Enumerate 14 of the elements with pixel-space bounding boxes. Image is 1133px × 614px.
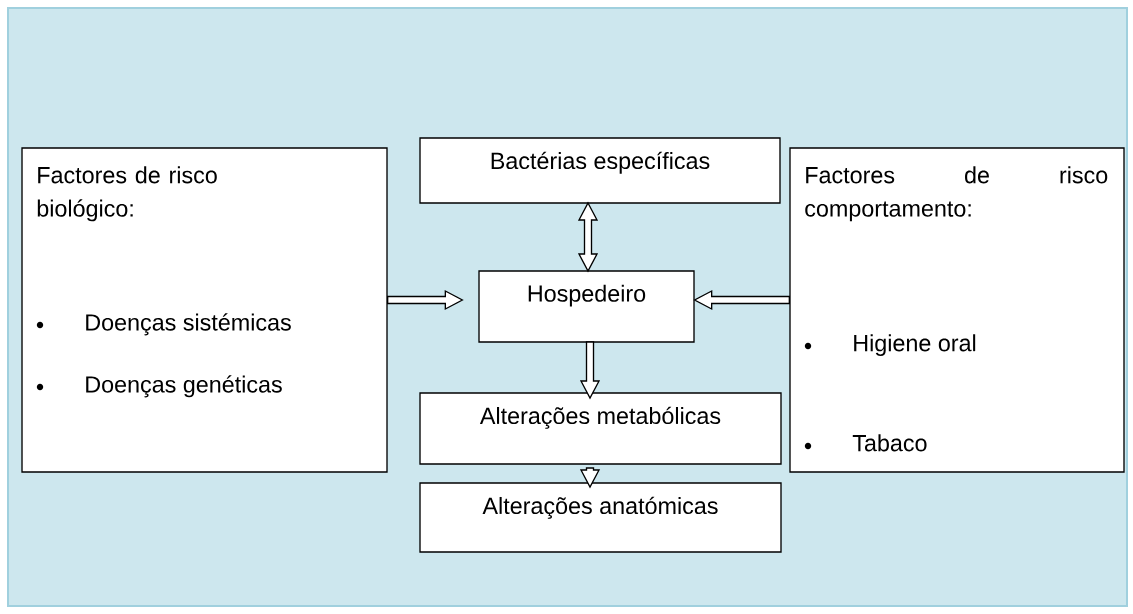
block-arrow [579, 341, 601, 400]
bullet-item: Higiene oral [854, 334, 976, 356]
block-arrow [387, 289, 464, 311]
process-box: Bactérias específicas [419, 137, 781, 204]
bullet-item: Doenças sistémicas [86, 313, 291, 336]
process-box: Alterações metabólicas [419, 392, 782, 465]
heading: Factores de risco biológico: [37, 166, 217, 222]
process-box: Hospedeiro [478, 270, 695, 343]
bullet-item: Doenças genéticas [86, 375, 282, 398]
heading: Factores de risco comportamento: [805, 166, 1108, 222]
block-arrow [693, 289, 790, 311]
process-box: Alterações anatómicas [419, 482, 782, 553]
bullet-item: Tabaco [852, 434, 927, 452]
block-arrow [579, 467, 601, 489]
